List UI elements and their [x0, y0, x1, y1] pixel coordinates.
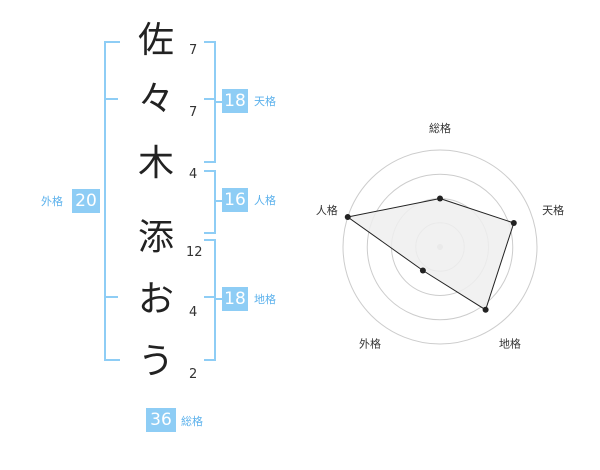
chikaku-value-badge: 18 [222, 287, 248, 311]
tenkaku-value-badge: 18 [222, 89, 248, 113]
radar-point-4 [419, 267, 426, 274]
bracket-tick [204, 296, 214, 298]
stroke-count-1: 7 [189, 43, 198, 58]
name-char-6: う [137, 341, 174, 382]
name-char-5: お [137, 279, 174, 320]
radar-point-1 [437, 195, 443, 202]
stroke-count-4: 12 [186, 245, 203, 260]
stroke-count-2: 7 [189, 105, 198, 120]
chikaku-bracket [204, 239, 216, 361]
chikaku-label: 地格 [254, 293, 276, 306]
stroke-count-6: 2 [189, 367, 198, 382]
tenkaku-label: 天格 [254, 95, 276, 108]
jinkaku-value-badge: 16 [222, 188, 248, 212]
name-char-3: 木 [137, 143, 174, 184]
tenkaku-bracket [204, 41, 216, 163]
bracket-connector [216, 101, 222, 103]
gaikaku-value-badge: 20 [72, 189, 100, 213]
stroke-count-5: 4 [189, 305, 198, 320]
jinkaku-bracket [204, 170, 216, 234]
bracket-tick [106, 296, 118, 298]
bracket-tick [106, 98, 118, 100]
soukaku-value-badge: 36 [146, 408, 176, 432]
bracket-connector [216, 298, 222, 300]
name-char-2: 々 [137, 79, 174, 120]
bracket-connector [216, 200, 222, 202]
bracket-tick [204, 98, 214, 100]
gaikaku-label: 外格 [41, 195, 63, 208]
radar-axis-label: 総格 [429, 121, 451, 135]
radar-axis-label: 人格 [316, 203, 338, 217]
name-char-4: 添 [137, 217, 174, 258]
stroke-count-3: 4 [189, 167, 198, 182]
radar-point-2 [510, 220, 517, 227]
radar-point-3 [482, 306, 489, 313]
radar-axis-label: 外格 [359, 336, 381, 350]
radar-axis-label: 天格 [542, 203, 564, 217]
radar-point-5 [344, 214, 351, 221]
radar-axis-label: 地格 [499, 336, 521, 350]
radar-grid-ring [366, 173, 514, 321]
radar-grid-ring [342, 149, 538, 345]
name-char-1: 佐 [137, 20, 174, 61]
jinkaku-label: 人格 [254, 194, 276, 207]
soukaku-label: 総格 [181, 415, 203, 428]
radar-series-polygon [346, 197, 515, 311]
gaikaku-bracket [104, 41, 120, 361]
